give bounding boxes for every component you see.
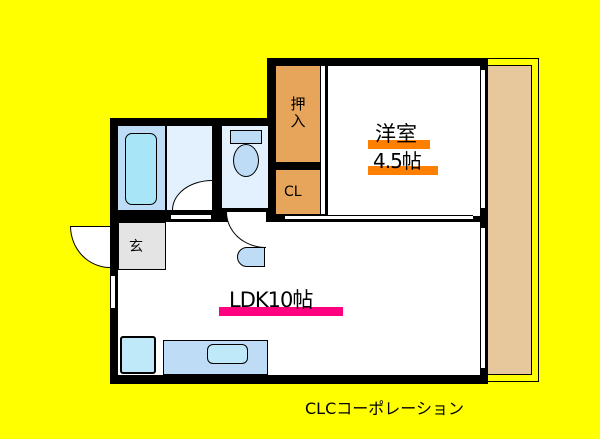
balcony-window-lower[interactable] <box>480 228 486 368</box>
bath-door-sill <box>170 214 212 220</box>
oshiire-label-2: 入 <box>290 112 306 130</box>
toilet-bowl-icon <box>233 144 259 177</box>
toilet-tank <box>230 130 262 144</box>
refrigerator <box>120 336 156 374</box>
balcony-window-upper[interactable] <box>480 70 486 208</box>
closet <box>276 170 320 214</box>
company-name: CLCコーポレーション <box>305 399 464 418</box>
western-room-size: 4.5帖 <box>373 149 422 173</box>
oshiire <box>276 66 320 162</box>
room-sliding-door[interactable] <box>285 215 473 220</box>
genkan-label: 玄 <box>129 239 143 255</box>
closet-label: CL <box>284 184 302 200</box>
western-room-size-underline <box>368 166 438 175</box>
oshiire-sliding-door[interactable] <box>320 66 326 214</box>
western-room-underline <box>368 140 430 149</box>
ldk-label: LDK10帖 <box>229 288 313 312</box>
ldk-window-left[interactable] <box>110 276 116 308</box>
western-room-label: 洋室 <box>375 122 417 146</box>
wash-basin <box>237 247 265 267</box>
balcony <box>486 65 532 375</box>
oshiire-label-1: 押 <box>290 95 306 113</box>
ldk-underline <box>219 307 343 316</box>
bathtub <box>125 133 157 205</box>
entrance-door[interactable] <box>70 226 110 268</box>
kitchen-sink <box>207 344 248 364</box>
genkan <box>118 222 166 270</box>
